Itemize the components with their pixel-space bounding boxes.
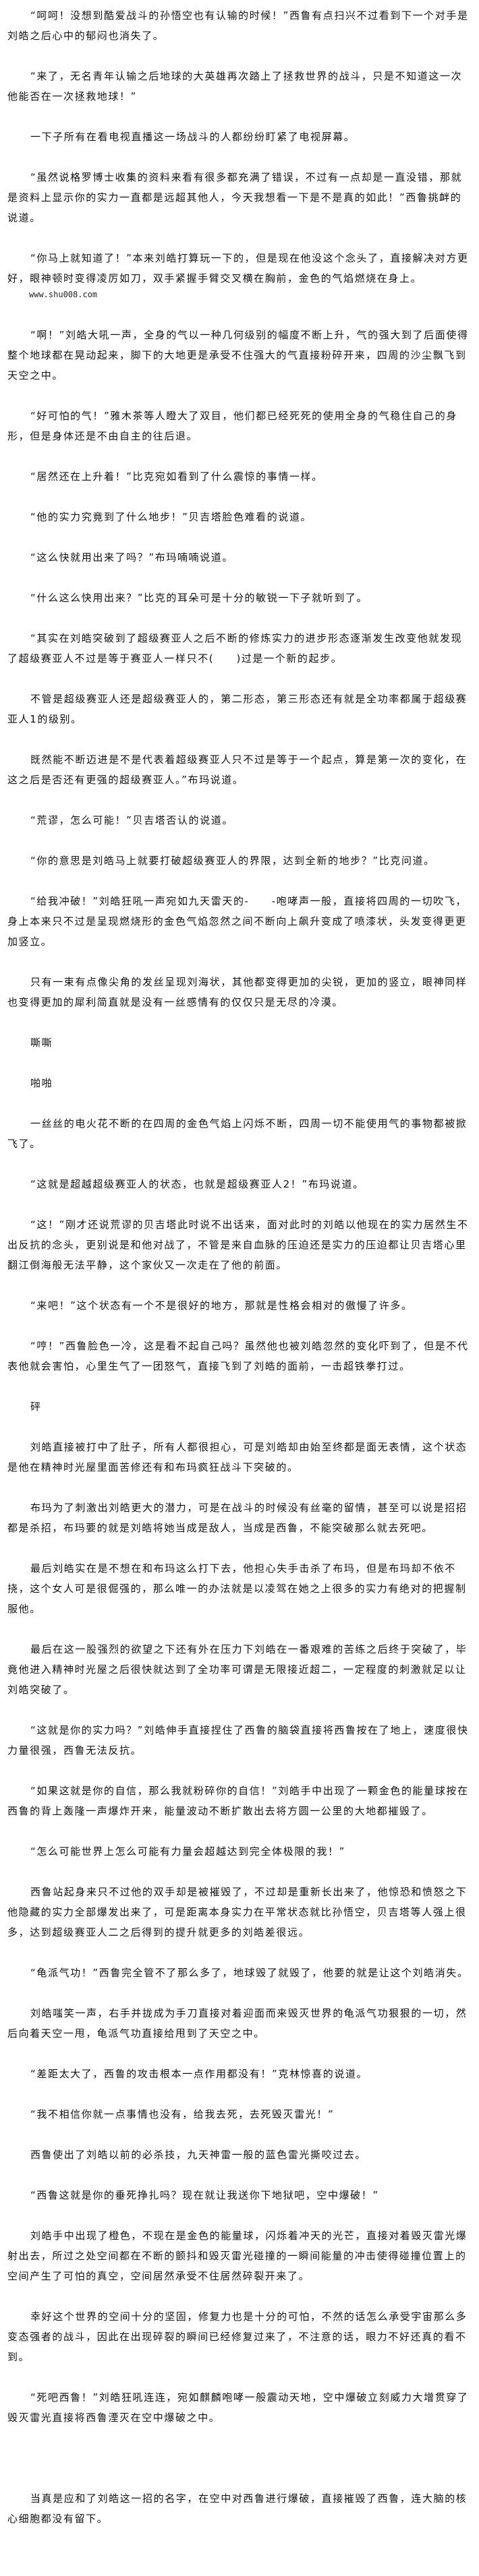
paragraph: 刘皓手中出现了橙色，不现在是金色的能量球，闪烁着冲天的光芒，直接对着毁灭雷光爆射… [7, 2230, 468, 2282]
paragraph: “这就是你的实力吗？”刘皓伸手直接捏住了西鲁的脑袋直接将西鲁按在了地上，速度很快… [7, 1724, 469, 1756]
paragraph: 一下子所有在看电视直播这一场战斗的人都纷纷盯紧了电视屏幕。 [30, 131, 356, 143]
paragraph: “你马上就知道了！”本来刘皓打算玩一下的，但是现在他没这个念头了，直接解决对方更… [7, 252, 469, 284]
paragraph: “荒谬，怎么可能！”贝吉塔否认的说道。 [30, 814, 233, 826]
paragraph: 嘶嘶 [30, 1037, 53, 1049]
paragraph: “好可怕的气！”雅木茶等人瞪大了双目，他们都已经死死的使用全身的气稳住自己的身形… [7, 410, 457, 442]
paragraph: “我不相信你就一点事情也没有，给我去死，去死毁灭雷光！” [30, 2108, 335, 2120]
paragraph: “这就是超越超级赛亚人的状态，也就是超级赛亚人2！”布玛说道。 [30, 1178, 364, 1190]
paragraph: “如果这就是你的自信，那么我就粉碎你的自信！”刘皓手中出现了一颗金色的能量球按在… [7, 1785, 469, 1817]
paragraph: 刘皓直接被打中了肚子，所有人都很担心，可是刘皓却由始至终都是面无表情，这个状态是… [7, 1441, 468, 1473]
paragraph: 布玛为了刺激出刘皓更大的潜力，可是在战斗的时候没有丝毫的留情，甚至可以说是招招都… [7, 1502, 468, 1534]
paragraph: 啪啪 [30, 1077, 53, 1089]
paragraph: “虽然说格罗博士收集的资料来看有很多都充满了错误，不过有一点却是一直没错，那就是… [7, 171, 463, 224]
paragraph: “龟派气功！”西鲁完全管不了那么多了，地球毁了就毁了，他要的就是让这个刘皓消失。 [30, 1967, 469, 1979]
paragraph: 最后刘皓实在是不想在和布玛这么打下去，他担心失手击杀了布玛，但是布玛却不依不挠，… [7, 1562, 467, 1615]
paragraph: “西鲁这就是你的垂死挣扎吗？现在就让我送你下地狱吧，空中爆破！” [30, 2189, 379, 2201]
paragraph: “这！”刚才还说荒谬的贝吉塔此时说不出话来，面对此时的刘皓以他现在的实力居然生不… [7, 1219, 469, 1271]
paragraph: “居然还在上升着！”比克宛如看到了什么震惊的事情一样。 [30, 470, 323, 483]
site-watermark-text: www.shu008.com [29, 290, 98, 299]
paragraph: “这么快就用出来了吗？”布玛喃喃说道。 [30, 551, 233, 563]
paragraph: “差距太大了，西鲁的攻击根本一点作用都没有！”克林惊喜的说道。 [30, 2068, 368, 2080]
paragraph: 西鲁站起身来只不过他的双手却是被摧毁了，不过却是重新长出来了，他惊恐和愤怒之下他… [7, 1886, 468, 1938]
paragraph: “来吧！”这个状态有一个不是很好的地方，那就是性格会相对的傲慢了许多。 [30, 1299, 413, 1312]
paragraph: 幸好这个世界的空间十分的坚固，修复力也是十分的可怕，不然的话怎么承受宇宙那么多变… [7, 2310, 468, 2363]
paragraph: 砰 [30, 1401, 42, 1413]
paragraph: “什么这么快用出来？”比克的耳朵可是十分的敏锐一下子就听到了。 [30, 592, 368, 604]
paragraph: 当真是应和了刘皓这一招的名字，在空中对西鲁进行爆破，直接摧毁了西鲁，连大脑的核心… [7, 2492, 468, 2525]
paragraph: “呵呵！没想到酷爱战斗的孙悟空也有认输的时候！”西鲁有点扫兴不过看到下一个对手是… [7, 9, 469, 42]
paragraph: “哼！”西鲁脸色一冷，这是看不起自己吗？虽然他也被刘皓忽然的变化吓到了，但是不代… [7, 1340, 469, 1372]
paragraph: “其实在刘皓突破到了超级赛亚人之后不断的修炼实力的进步形态逐渐发生改变他就发现了… [7, 632, 463, 665]
paragraph: “给我冲破！”刘皓狂吼一声宛如九天雷天的- -咆哮声一般，直接将四周的一切吹飞，… [7, 895, 467, 948]
paragraph: 最后在这一股强烈的欲望之下还有外在压力下刘皓在一番艰难的苦练之后终于突破了，毕竟… [7, 1643, 468, 1696]
paragraph: 不管是超级赛亚人还是超级赛亚人的，第二形态，第三形态还有就是全功率都属于超级赛亚… [7, 693, 468, 725]
paragraph: 只有一束有点像尖角的发丝呈现刘海状，其他都变得更加的尖锐，更加的竖立，眼神同样也… [7, 976, 468, 1008]
paragraph: 刘皓嗤笑一声，右手并拢成为手刀直接对着迎面而来毁灭世界的龟派气功狠狠的一切，然后… [7, 2007, 468, 2040]
paragraph: 西鲁使出了刘皓以前的必杀技，九天神雷一般的蓝色雷光撕咬过去。 [30, 2149, 367, 2161]
paragraph: 一丝丝的电火花不断的在四周的金色气焰上闪烁不断，四周一切不能使用气的事物都被掀飞… [7, 1117, 468, 1150]
paragraph: “来了，无名青年认输之后地球的大英雄再次踏上了拯救世界的战斗，只是不知道这一次他… [7, 70, 463, 102]
paragraph: “怎么可能世界上怎么可能有力量会超越达到完全体极限的我！” [30, 1845, 345, 1858]
paragraph: 既然能不断迈进是不是代表着超级赛亚人只不过是等于一个起点，算是第一次的变化，在这… [7, 754, 468, 786]
paragraph: “死吧西鲁！”刘皓狂吼连连，宛如麒麟咆哮一般震动天地，空中爆破立刻威力大增贯穿了… [7, 2391, 469, 2424]
paragraph: “啊！”刘皓大吼一声，全身的气以一种几何级别的幅度不断上升，气的强大到了后面使得… [7, 329, 469, 381]
paragraph: “他的实力究竟到了什么地步！”贝吉塔脸色难看的说道。 [30, 511, 312, 523]
paragraph: “你的意思是刘皓马上就要打破超级赛亚人的界限，达到全新的地步？”比克问道。 [30, 855, 435, 867]
